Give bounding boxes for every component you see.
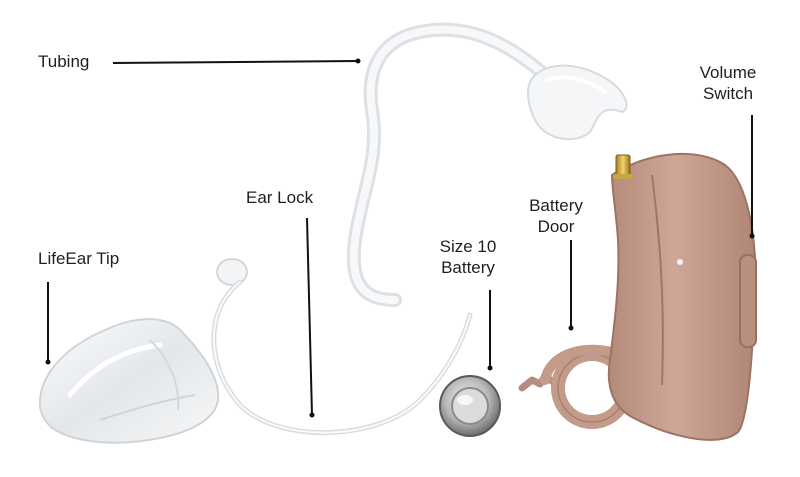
label-lifeear-tip-text: LifeEar Tip <box>38 249 120 268</box>
label-ear-lock-text: Ear Lock <box>246 188 314 207</box>
leader-dot-battery <box>487 365 493 371</box>
leader-dot-ear-lock <box>309 412 315 418</box>
leader-dot-tubing <box>355 58 361 64</box>
leader-lines <box>45 58 755 418</box>
label-battery-door-line1: Battery <box>529 196 583 215</box>
ear-lock-part <box>211 258 473 436</box>
label-tubing: Tubing <box>38 51 89 72</box>
label-size10-battery-line2: Battery <box>441 258 495 277</box>
tubing-part <box>346 22 628 307</box>
label-volume-switch-line1: Volume <box>699 63 757 82</box>
label-size10-battery-line1: Size 10 <box>439 237 497 256</box>
label-size10-battery: Size 10 Battery <box>432 236 504 278</box>
label-ear-lock: Ear Lock <box>246 187 313 208</box>
battery-part <box>439 375 501 437</box>
label-volume-switch: Volume Switch <box>690 62 766 104</box>
leader-dot-volume-switch <box>749 233 755 239</box>
label-battery-door-line2: Door <box>537 217 575 236</box>
leader-dot-battery-door <box>568 325 574 331</box>
label-battery-door: Battery Door <box>520 195 592 237</box>
lifeear-tip-part <box>38 318 220 444</box>
leader-line-ear-lock <box>306 217 313 416</box>
leader-line-tubing <box>112 60 359 64</box>
label-tubing-text: Tubing <box>38 52 90 71</box>
leader-dot-lifeear-tip <box>45 359 51 365</box>
label-lifeear-tip: LifeEar Tip <box>38 248 119 269</box>
label-volume-switch-line2: Switch <box>702 84 754 103</box>
hearing-aid-body <box>607 152 757 441</box>
